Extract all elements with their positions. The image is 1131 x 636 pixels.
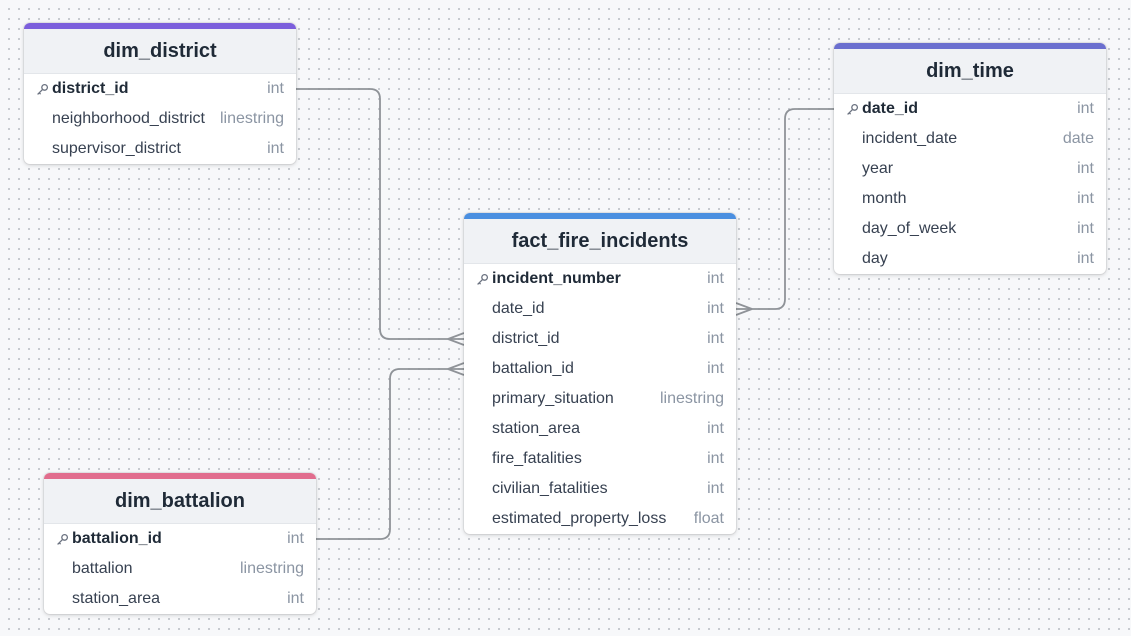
column-name: battalion_id <box>492 360 574 377</box>
column-row-battalion[interactable]: battalion linestring <box>44 554 316 584</box>
column-row-station-area[interactable]: station_area int <box>44 584 316 614</box>
column-type: linestring <box>659 390 724 407</box>
table-title: dim_time <box>834 49 1106 94</box>
column-name: incident_date <box>862 130 958 147</box>
column-type: int <box>707 330 724 347</box>
column-type: int <box>267 80 284 97</box>
crows-foot-many-marker <box>447 332 465 346</box>
column-row-year[interactable]: year int <box>834 154 1106 184</box>
column-name: month <box>862 190 907 207</box>
column-name: primary_situation <box>492 390 614 407</box>
primary-key-icon <box>846 103 862 116</box>
column-type: linestring <box>219 110 284 127</box>
column-row-battalion-id[interactable]: battalion_id int <box>464 354 736 384</box>
column-name: incident_number <box>492 270 621 287</box>
column-row-month[interactable]: month int <box>834 184 1106 214</box>
column-type: date <box>1062 130 1094 147</box>
table-accent-bar <box>24 23 296 29</box>
column-type: int <box>707 270 724 287</box>
column-name: fire_fatalities <box>492 450 582 467</box>
table-accent-bar <box>464 213 736 219</box>
column-type: int <box>707 300 724 317</box>
column-row-incident-date[interactable]: incident_date date <box>834 124 1106 154</box>
column-type: int <box>707 420 724 437</box>
column-name: supervisor_district <box>52 140 181 157</box>
column-row-primary-situation[interactable]: primary_situation linestring <box>464 384 736 414</box>
table-accent-bar <box>44 473 316 479</box>
column-type: int <box>1077 190 1094 207</box>
column-type: int <box>1077 160 1094 177</box>
column-type: int <box>707 450 724 467</box>
column-row-station-area[interactable]: station_area int <box>464 414 736 444</box>
column-row-civilian-fatalities[interactable]: civilian_fatalities int <box>464 474 736 504</box>
column-type: int <box>287 590 304 607</box>
relationship-line[interactable] <box>736 108 834 310</box>
column-row-supervisor-district[interactable]: supervisor_district int <box>24 134 296 164</box>
column-row-fire-fatalities[interactable]: fire_fatalities int <box>464 444 736 474</box>
table-title: dim_battalion <box>44 479 316 524</box>
column-row-day[interactable]: day int <box>834 244 1106 274</box>
column-type: int <box>1077 100 1094 117</box>
column-type: int <box>287 530 304 547</box>
column-type: linestring <box>239 560 304 577</box>
column-type: int <box>707 360 724 377</box>
column-row-incident-number[interactable]: incident_number int <box>464 264 736 294</box>
column-row-neighborhood-district[interactable]: neighborhood_district linestring <box>24 104 296 134</box>
column-name: year <box>862 160 894 177</box>
column-name: station_area <box>72 590 161 607</box>
column-row-day-of-week[interactable]: day_of_week int <box>834 214 1106 244</box>
table-title: fact_fire_incidents <box>464 219 736 264</box>
relationship-line[interactable] <box>296 88 464 340</box>
column-type: int <box>707 480 724 497</box>
column-row-date-id[interactable]: date_id int <box>464 294 736 324</box>
column-type: int <box>1077 220 1094 237</box>
column-name: neighborhood_district <box>52 110 205 127</box>
column-row-district-id[interactable]: district_id int <box>24 74 296 104</box>
column-type: float <box>693 510 724 527</box>
crows-foot-many-marker <box>735 302 753 316</box>
column-row-estimated-property-loss[interactable]: estimated_property_loss float <box>464 504 736 534</box>
column-name: date_id <box>492 300 545 317</box>
column-name: station_area <box>492 420 581 437</box>
primary-key-icon <box>56 533 72 546</box>
column-type: int <box>1077 250 1094 267</box>
column-row-battalion-id[interactable]: battalion_id int <box>44 524 316 554</box>
column-name: day_of_week <box>862 220 957 237</box>
column-name: day <box>862 250 888 267</box>
column-name: estimated_property_loss <box>492 510 667 527</box>
primary-key-icon <box>36 83 52 96</box>
table-accent-bar <box>834 43 1106 49</box>
column-type: int <box>267 140 284 157</box>
column-name: battalion_id <box>72 530 162 547</box>
relationship-line[interactable] <box>316 368 464 540</box>
column-name: date_id <box>862 100 919 117</box>
table-title: dim_district <box>24 29 296 74</box>
column-row-district-id[interactable]: district_id int <box>464 324 736 354</box>
primary-key-icon <box>476 273 492 286</box>
column-name: battalion <box>72 560 133 577</box>
column-name: district_id <box>52 80 129 97</box>
column-row-date-id[interactable]: date_id int <box>834 94 1106 124</box>
column-name: civilian_fatalities <box>492 480 608 497</box>
column-name: district_id <box>492 330 560 347</box>
crows-foot-many-marker <box>447 362 465 376</box>
